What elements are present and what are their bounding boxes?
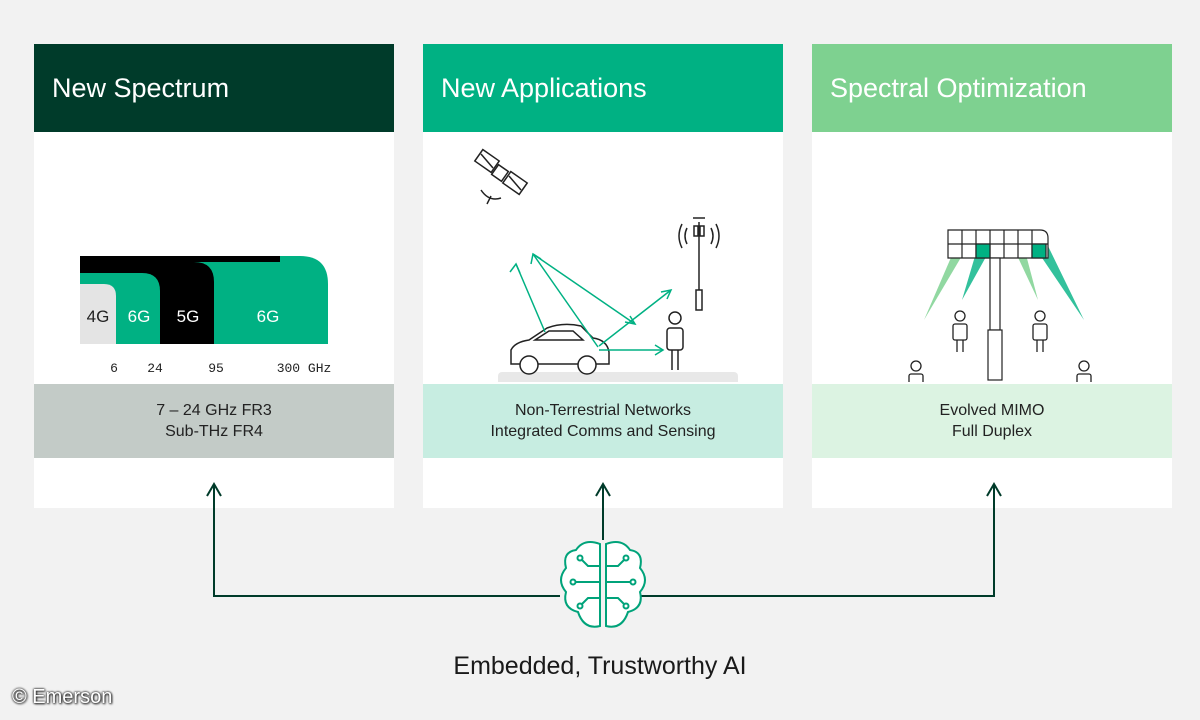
satellite-icon bbox=[473, 148, 529, 205]
card-new-spectrum: New Spectrum 4G 6G 5G 6G 6 24 95 300 GHz… bbox=[34, 44, 394, 508]
tick-24: 24 bbox=[147, 361, 163, 376]
band-label-4g: 4G bbox=[87, 307, 110, 326]
card-new-applications: New Applications bbox=[423, 44, 783, 508]
band-label-6g: 6G bbox=[128, 307, 151, 326]
person-icon bbox=[666, 311, 684, 370]
band-label-5g: 5G bbox=[177, 307, 200, 326]
ai-label: Embedded, Trustworthy AI bbox=[453, 652, 747, 680]
tick-300ghz: 300 GHz bbox=[277, 361, 332, 376]
tick-6: 6 bbox=[110, 361, 118, 376]
card-footer: Evolved MIMO Full Duplex bbox=[812, 384, 1172, 458]
footer-line-2: Sub-THz FR4 bbox=[165, 423, 263, 440]
footer-line-2: Full Duplex bbox=[951, 423, 1033, 440]
applications-illustration bbox=[473, 148, 738, 382]
card-footer: 7 – 24 GHz FR3 Sub-THz FR4 bbox=[34, 384, 394, 458]
cell-tower-icon bbox=[678, 217, 720, 311]
tick-95: 95 bbox=[208, 361, 224, 376]
antenna-panel-icon bbox=[947, 229, 1049, 381]
signal-arrows bbox=[509, 252, 673, 356]
car-icon bbox=[510, 323, 610, 375]
ground-shape bbox=[498, 372, 738, 382]
footer-line-2: Integrated Comms and Sensing bbox=[490, 423, 716, 440]
card-spectral-optimization: Spectral Optimization bbox=[812, 44, 1172, 508]
card-footer: Non-Terrestrial Networks Integrated Comm… bbox=[423, 384, 783, 458]
footer-line-1: Evolved MIMO bbox=[939, 402, 1045, 419]
connector-arrows bbox=[206, 482, 1002, 597]
user-icons bbox=[908, 310, 1092, 382]
band-label-6g-thz: 6G bbox=[257, 307, 280, 326]
card-title: Spectral Optimization bbox=[812, 44, 1172, 132]
band-top-strip bbox=[80, 256, 280, 262]
card-title: New Applications bbox=[423, 44, 783, 132]
band-4g-shape bbox=[80, 284, 116, 344]
copyright-notice: © Emerson bbox=[12, 686, 113, 708]
brain-icon bbox=[560, 541, 646, 628]
footer-line-1: Non-Terrestrial Networks bbox=[514, 402, 692, 419]
card-title: New Spectrum bbox=[34, 44, 394, 132]
mimo-illustration bbox=[908, 229, 1092, 382]
spectrum-chart: 4G 6G 5G 6G 6 24 95 300 GHz bbox=[80, 256, 332, 376]
footer-line-1: 7 – 24 GHz FR3 bbox=[156, 402, 272, 419]
